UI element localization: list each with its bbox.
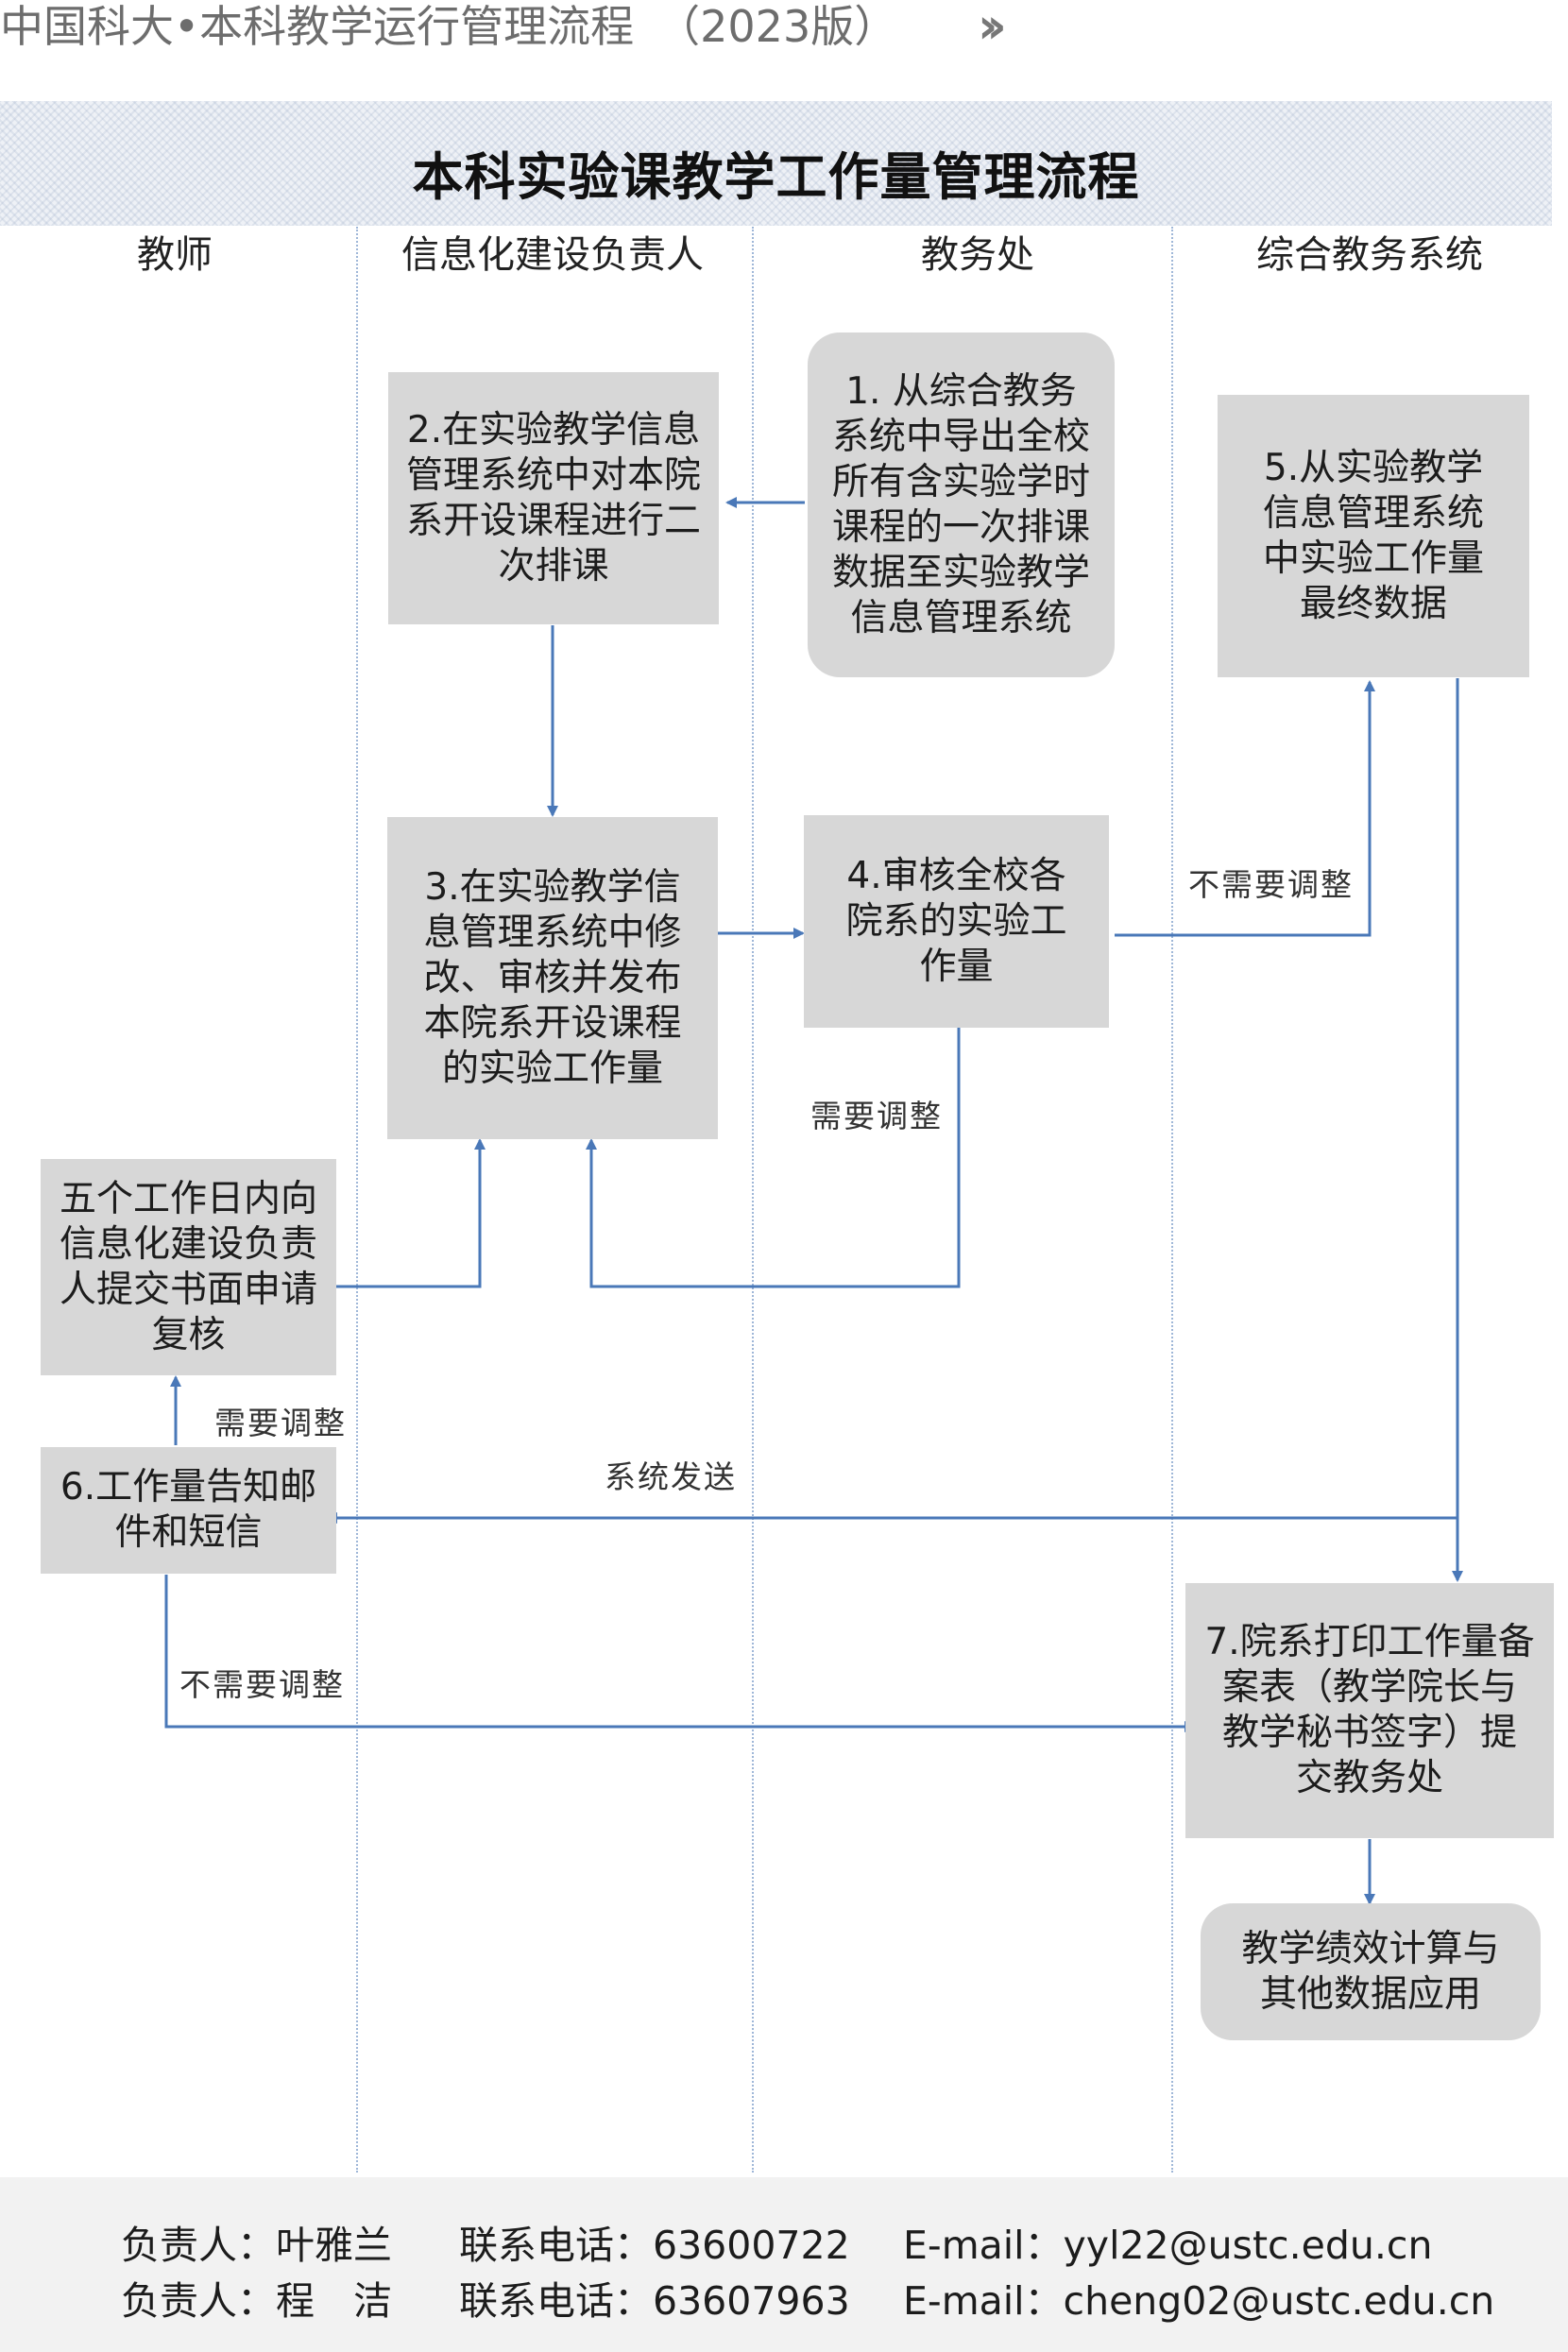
edition-label: （2023版） xyxy=(656,1,898,52)
lane-divider xyxy=(356,227,358,2173)
flow-arrows xyxy=(164,497,1463,1905)
contact-phone: 联系电话：63607963 xyxy=(459,2278,850,2324)
step-1-box: 1. 从综合教务系统中导出全校所有含实验学时课程的一次排课数据至实验教学信息管理… xyxy=(808,332,1115,677)
document-title: 中国科大•本科教学运行管理流程 xyxy=(0,1,635,52)
step-3-box: 3.在实验教学信息管理系统中修改、审核并发布本院系开设课程的实验工作量 xyxy=(387,817,718,1139)
arrow-step4-to-step5 xyxy=(1115,680,1375,937)
document-header: 中国科大•本科教学运行管理流程（2023版） ›› xyxy=(0,0,1568,57)
step-2-text: 2.在实验教学信息管理系统中对本院系开设课程进行二次排课 xyxy=(405,408,701,588)
step-6-box: 6.工作量告知邮件和短信 xyxy=(41,1447,336,1574)
step-4-box: 4.审核全校各院系的实验工作量 xyxy=(804,815,1109,1028)
edge-label-need-adjust: 需要调整 xyxy=(810,1098,943,1134)
contact-email: E-mail：cheng02@ustc.edu.cn xyxy=(903,2278,1495,2324)
contact-person: 负责人：程 洁 xyxy=(121,2278,392,2324)
edge-label-no-adjust: 不需要调整 xyxy=(1188,866,1354,903)
step-2-box: 2.在实验教学信息管理系统中对本院系开设课程进行二次排课 xyxy=(388,372,719,624)
lane-header-academic-system: 综合教务系统 xyxy=(1256,233,1483,277)
contact-footer: 负责人：叶雅兰 联系电话：63600722 E-mail：yyl22@ustc.… xyxy=(0,2177,1568,2352)
step-3-text: 3.在实验教学信息管理系统中修改、审核并发布本院系开设课程的实验工作量 xyxy=(423,865,682,1090)
arrow-step4-to-step3 xyxy=(586,1027,961,1288)
step-7-text: 7.院系打印工作量备案表（教学院长与教学秘书签字）提交教务处 xyxy=(1204,1621,1535,1799)
end-box: 教学绩效计算与其他数据应用 xyxy=(1201,1903,1541,2040)
step-5-box: 5.从实验教学信息管理系统中实验工作量最终数据 xyxy=(1218,395,1529,677)
step-5-text: 5.从实验教学信息管理系统中实验工作量最终数据 xyxy=(1262,446,1484,625)
review-request-text: 五个工作日内向信息化建设负责人提交书面申请复核 xyxy=(60,1177,318,1356)
lane-header-academic-office: 教务处 xyxy=(921,233,1034,277)
arrow-review-to-step3 xyxy=(335,1138,486,1288)
lane-header-it-lead: 信息化建设负责人 xyxy=(401,233,704,277)
edge-label-no-adjust: 不需要调整 xyxy=(179,1666,345,1703)
title-band: 本科实验课教学工作量管理流程 xyxy=(0,101,1552,226)
step-4-text: 4.审核全校各院系的实验工作量 xyxy=(845,854,1067,988)
edge-label-need-adjust: 需要调整 xyxy=(214,1405,347,1441)
page-title: 本科实验课教学工作量管理流程 xyxy=(412,147,1140,207)
step-1-text: 1. 从综合教务系统中导出全校所有含实验学时课程的一次排课数据至实验教学信息管理… xyxy=(831,369,1090,639)
edge-label-system-send: 系统发送 xyxy=(605,1458,737,1495)
end-text: 教学绩效计算与其他数据应用 xyxy=(1241,1927,1500,2016)
review-request-box: 五个工作日内向信息化建设负责人提交书面申请复核 xyxy=(41,1159,336,1375)
step-7-box: 7.院系打印工作量备案表（教学院长与教学秘书签字）提交教务处 xyxy=(1185,1583,1554,1838)
contact-phone: 联系电话：63600722 xyxy=(459,2223,850,2268)
lane-divider xyxy=(1171,227,1173,2173)
step-6-text: 6.工作量告知邮件和短信 xyxy=(60,1466,317,1554)
arrow-step6-to-step7 xyxy=(164,1575,1196,1732)
contact-person: 负责人：叶雅兰 xyxy=(121,2223,392,2268)
contact-email: E-mail：yyl22@ustc.edu.cn xyxy=(903,2223,1433,2268)
lane-divider xyxy=(752,227,754,2173)
lane-header-teacher: 教师 xyxy=(137,233,213,277)
